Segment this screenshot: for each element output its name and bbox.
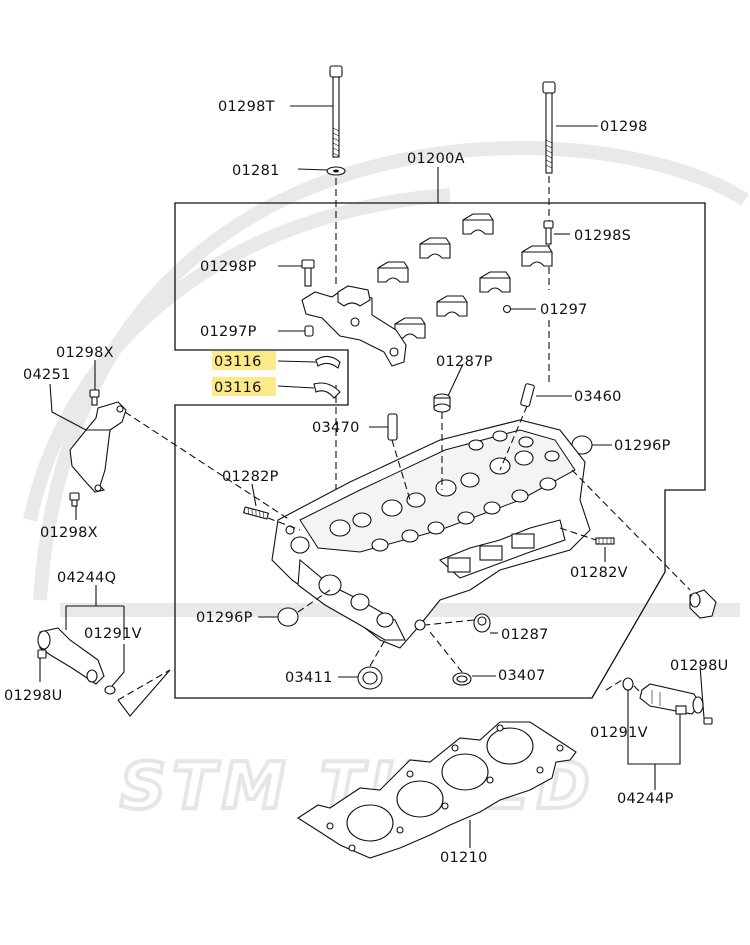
label-01298X-top: 01298X [56, 345, 114, 361]
assembly-frame [174, 202, 706, 699]
label-01298U-left: 01298U [4, 688, 63, 704]
label-01287: 01287 [501, 627, 549, 643]
oil-control-valve-04244P [639, 683, 704, 715]
label-01291V-right: 01291V [590, 725, 648, 741]
bolt-01298X-top [89, 389, 100, 406]
bolt-01298T [329, 65, 343, 158]
label-03470: 03470 [312, 420, 360, 436]
cylinder-head [271, 419, 591, 649]
label-01298U-right: 01298U [670, 658, 729, 674]
bolt-01298U-right [703, 717, 713, 725]
part-labels: 01298T 01298 01281 01200A 01298S 01298P … [4, 99, 729, 866]
dowel-01297 [502, 304, 512, 314]
camshaft-caps [377, 213, 553, 339]
label-01287P: 01287P [436, 354, 493, 370]
label-01298P: 01298P [200, 259, 257, 275]
bearing-03116-lower [313, 382, 341, 399]
oring-01291V-right [622, 677, 634, 691]
bracket-04251 [69, 401, 127, 493]
label-03411: 03411 [285, 670, 333, 686]
label-01296P-left: 01296P [196, 610, 253, 626]
head-gasket-01210 [296, 721, 577, 859]
cam-sensor-right [689, 589, 717, 619]
plug-01287 [473, 613, 491, 633]
label-01210: 01210 [440, 850, 488, 866]
label-01298: 01298 [600, 119, 648, 135]
label-01298T: 01298T [218, 99, 275, 115]
highlight-03116-a [212, 351, 276, 370]
leader-lines [39, 105, 705, 848]
seal-03411 [357, 666, 383, 690]
label-01297P: 01297P [200, 324, 257, 340]
label-04244P: 04244P [617, 791, 674, 807]
label-03460: 03460 [574, 389, 622, 405]
dowel-01297P [304, 325, 314, 337]
front-bearing-bracket [301, 285, 407, 367]
label-01298X-bottom: 01298X [40, 525, 98, 541]
label-01291V-left: 01291V [84, 626, 142, 642]
label-01296P-right: 01296P [614, 438, 671, 454]
pin-03460 [520, 383, 535, 408]
label-03116-a: 03116 [214, 354, 262, 370]
label-04251: 04251 [23, 367, 71, 383]
label-03407: 03407 [498, 668, 546, 684]
label-01281: 01281 [232, 163, 280, 179]
bolt-01298P [301, 259, 315, 287]
bearing-03116-upper [315, 355, 341, 369]
bolt-01298 [542, 81, 556, 174]
label-03116-b: 03116 [214, 380, 262, 396]
label-01282P: 01282P [222, 469, 279, 485]
stud-01282V [595, 537, 615, 545]
label-01282V: 01282V [570, 565, 628, 581]
oil-control-valve-04244Q [37, 627, 105, 685]
pin-03470 [387, 413, 398, 441]
oring-01291V-left [104, 685, 116, 695]
label-01298S: 01298S [574, 228, 631, 244]
bolt-01298S [543, 220, 554, 245]
plug-01287P [433, 393, 451, 413]
plug-01296P-left [277, 607, 299, 627]
seal-03407 [452, 672, 472, 686]
label-01297: 01297 [540, 302, 588, 318]
bolt-01298X-bottom [69, 492, 80, 507]
label-01200A: 01200A [407, 151, 465, 167]
label-04244Q: 04244Q [57, 570, 116, 586]
stud-01282P [242, 506, 270, 520]
highlight-03116-b [212, 377, 276, 396]
